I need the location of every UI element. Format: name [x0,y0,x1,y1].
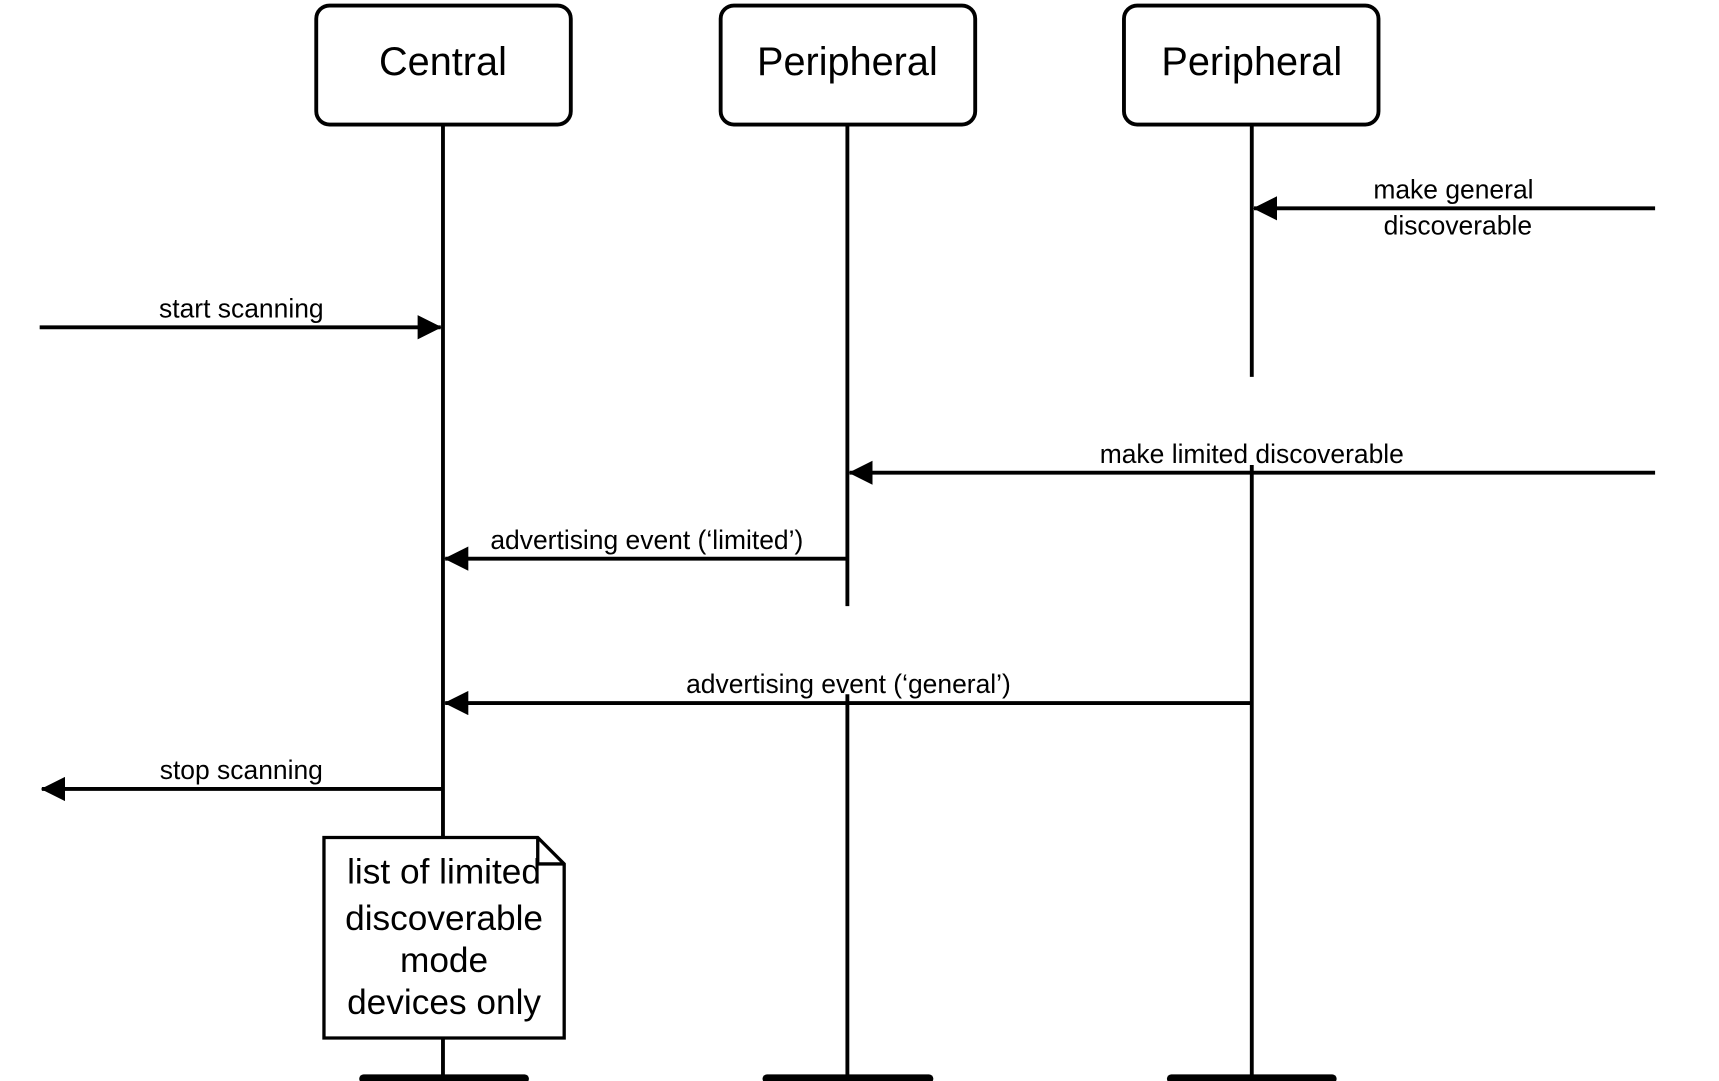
message-stop-scanning: stop scanning [40,755,443,802]
message-label: make limited discoverable [1100,439,1404,469]
message-label: start scanning [159,293,324,323]
message-label: make general [1373,174,1533,204]
note-line: devices only [347,983,541,1022]
note-line: mode [400,941,488,980]
note-limited-devices: list of limited discoverable mode device… [322,835,566,1040]
participant-central: Central [314,3,573,127]
note-line: discoverable [345,899,543,938]
message-start-scanning: start scanning [39,293,442,340]
message-make-limited-discoverable: make limited discoverable [848,439,1656,485]
message-advertising-limited: advertising event (‘limited’) [444,525,848,571]
message-label: advertising event (‘general’) [686,669,1011,699]
message-label: discoverable [1384,211,1532,241]
note-line: list of limited [347,853,541,892]
participant-peripheral-2: Peripheral [1122,3,1381,127]
message-make-general-discoverable: make general discoverable [1252,174,1656,241]
participant-peripheral-1: Peripheral [718,3,978,127]
participant-label: Peripheral [757,40,938,84]
participant-label: Central [379,40,507,84]
message-label: stop scanning [160,755,323,785]
participant-label: Peripheral [1161,40,1342,84]
message-advertising-general: advertising event (‘general’) [444,669,1252,716]
message-label: advertising event (‘limited’) [490,525,803,555]
